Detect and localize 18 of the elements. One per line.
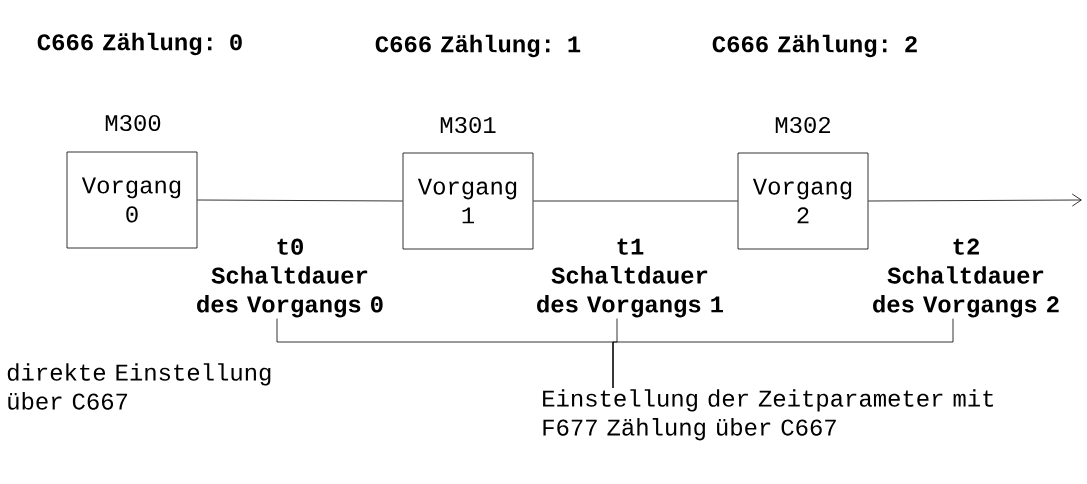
duration-text: t2 Schaltdauer des Vorgangs 2 xyxy=(873,238,1059,318)
marker-label: M300 xyxy=(105,114,161,132)
duration-text: t1 Schaltdauer des Vorgangs 1 xyxy=(537,238,723,318)
counter-caption: C666 Zählung: 1 xyxy=(375,34,581,58)
counter-caption: C666 Zählung: 0 xyxy=(37,32,242,56)
process-box: Vorgang 0 xyxy=(66,151,198,249)
process-box: Vorgang 2 xyxy=(737,152,869,250)
marker-label: M301 xyxy=(440,116,496,134)
note-text: direkte Einstellung über C667 xyxy=(7,363,271,410)
process-box: Vorgang 1 xyxy=(402,152,534,250)
duration-text: t0 Schaltdauer des Vorgangs 0 xyxy=(197,238,383,318)
connector-line xyxy=(197,199,403,202)
connector-line xyxy=(533,200,738,202)
bracket-line xyxy=(612,318,954,389)
marker-label: M302 xyxy=(775,116,830,134)
arrow xyxy=(868,193,1082,207)
counter-caption: C666 Zählung: 2 xyxy=(712,34,917,58)
note-text: Einstellung der Zeitparameter mit F677 Zählung über C667 xyxy=(543,389,993,441)
